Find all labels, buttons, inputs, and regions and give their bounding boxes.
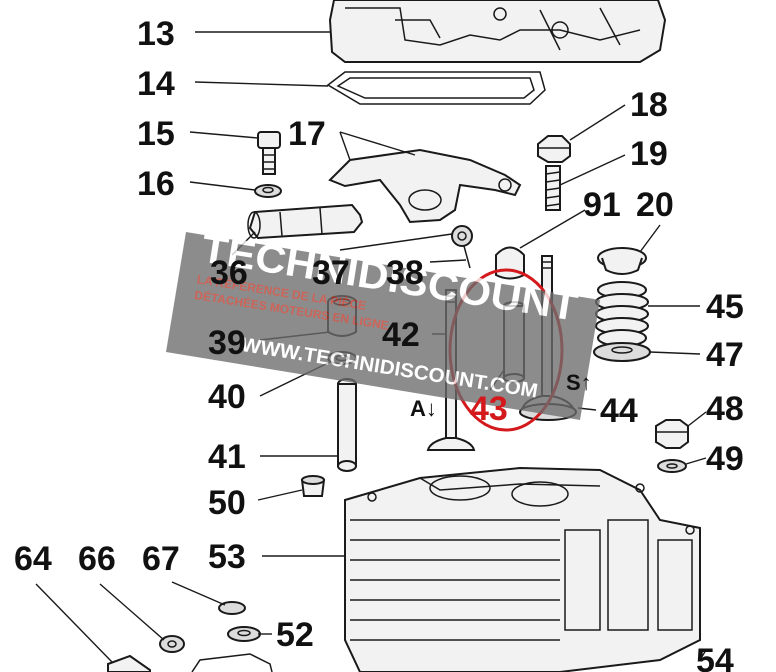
label-14: 14: [137, 65, 175, 103]
label-54: 54: [696, 642, 734, 672]
label-44: 44: [600, 392, 638, 430]
part-36-rocker-shaft: [247, 203, 364, 240]
part-50-plug: [300, 475, 326, 497]
label-38: 38: [386, 254, 424, 292]
part-47-spring-seat: [593, 342, 651, 362]
label-48: 48: [706, 390, 744, 428]
label-18: 18: [630, 86, 668, 124]
part-53-cylinder-head: [344, 466, 701, 672]
label-40: 40: [208, 378, 246, 416]
part-64-bolt: [107, 654, 151, 672]
label-13: 13: [137, 15, 175, 53]
label-16: 16: [137, 165, 175, 203]
marker-s-arrow: S↑: [566, 370, 592, 395]
part-13-rocker-cover: [328, 0, 667, 63]
label-43: 43: [470, 390, 508, 428]
label-45: 45: [706, 288, 744, 326]
label-20: 20: [636, 186, 674, 224]
label-15: 15: [137, 115, 175, 153]
part-18-nut: [537, 135, 571, 163]
part-52-seal: [227, 626, 261, 642]
label-37: 37: [312, 254, 350, 292]
label-53: 53: [208, 538, 246, 576]
label-66: 66: [78, 540, 116, 578]
label-64: 64: [14, 540, 52, 578]
label-91: 91: [583, 186, 621, 224]
part-67-seal: [218, 601, 246, 615]
part-48-nut: [655, 419, 689, 449]
label-17: 17: [288, 115, 326, 153]
label-50: 50: [208, 484, 246, 522]
part-49-washer: [657, 459, 687, 473]
label-49: 49: [706, 440, 744, 478]
part-41-tappet-rod: [337, 378, 357, 472]
part-15-screw: [257, 131, 281, 175]
label-47: 47: [706, 336, 744, 374]
part-38-push-rod: [451, 225, 473, 269]
part-66-washer: [159, 635, 185, 653]
label-36: 36: [210, 254, 248, 292]
label-19: 19: [630, 135, 668, 173]
label-67: 67: [142, 540, 180, 578]
part-19-adjuster-screw: [545, 165, 561, 211]
label-41: 41: [208, 438, 246, 476]
label-39: 39: [208, 324, 246, 362]
part-20-spring-retainer: [597, 247, 647, 275]
label-42: 42: [382, 316, 420, 354]
marker-a-arrow: A↓: [410, 396, 437, 421]
part-pipe-flange: [191, 653, 273, 672]
part-17-rocker-arm: [328, 148, 522, 224]
part-14-gasket: [326, 71, 546, 105]
part-45-valve-spring: [595, 281, 649, 347]
part-16-washer: [254, 184, 282, 198]
label-52: 52: [276, 616, 314, 654]
